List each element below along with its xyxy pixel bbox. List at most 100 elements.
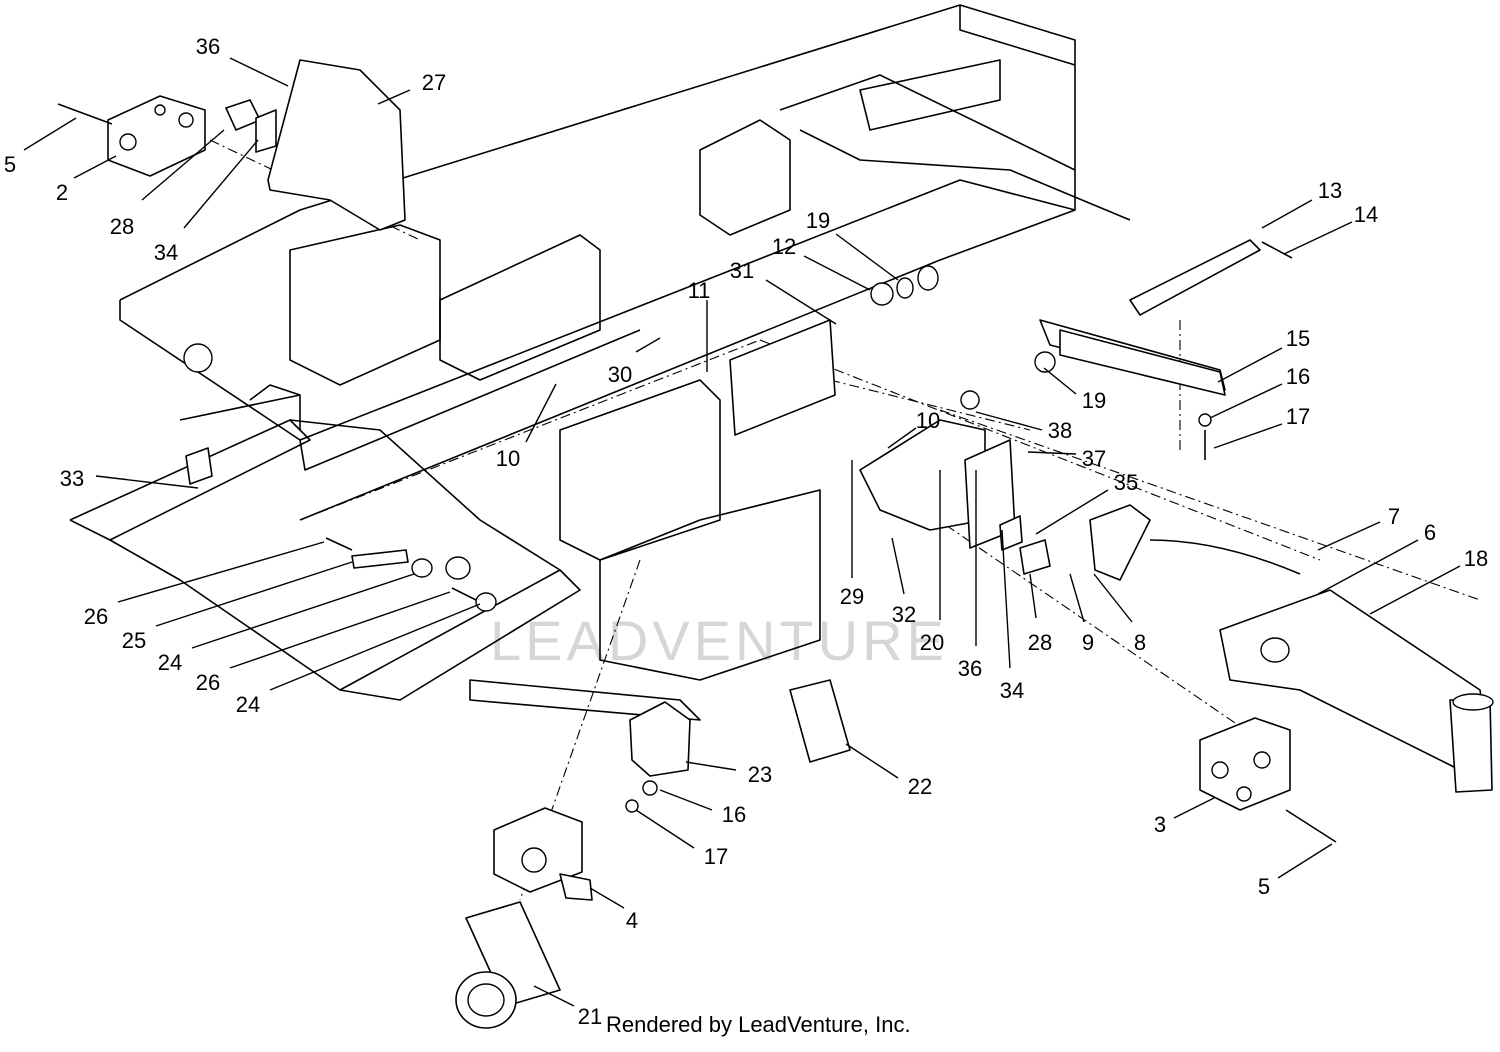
callout-c36a: 36 <box>196 34 289 87</box>
callout-c28a: 28 <box>110 129 225 239</box>
callout-number: 28 <box>110 214 134 239</box>
callout-number: 10 <box>496 446 520 471</box>
leader-line <box>685 761 737 771</box>
callout-c19a: 19 <box>806 208 899 281</box>
leader-line <box>525 383 557 443</box>
leader-line <box>1213 423 1283 449</box>
watermark-text: LEADVENTURE <box>490 609 948 672</box>
rendered-by-credit: Rendered by LeadVenture, Inc. <box>606 1012 911 1037</box>
bolt-26b <box>451 587 477 601</box>
leader-line <box>117 541 325 603</box>
callout-number: 20 <box>920 630 944 655</box>
pin-25 <box>351 549 409 569</box>
callout-number: 11 <box>688 278 711 303</box>
bolt-26a <box>325 537 353 551</box>
leader-line <box>269 603 481 691</box>
callout-c24b: 24 <box>236 603 481 717</box>
callout-c30: 30 <box>608 337 661 387</box>
bracket-27 <box>267 59 406 231</box>
callout-number: 6 <box>1424 520 1436 545</box>
hose-7 <box>1149 539 1301 575</box>
callout-c16a: 16 <box>1209 364 1310 419</box>
leader-line <box>1043 367 1077 395</box>
callout-c5b: 5 <box>1258 843 1333 899</box>
leader-line <box>975 411 1043 431</box>
callout-c25: 25 <box>122 561 353 653</box>
plate-22 <box>789 679 851 763</box>
callout-c34a: 34 <box>154 139 259 265</box>
callout-c38: 38 <box>975 411 1072 443</box>
bracket-23 <box>629 701 691 777</box>
pin-13 <box>1129 239 1261 316</box>
callout-number: 5 <box>4 152 16 177</box>
callout-number: 32 <box>892 602 916 627</box>
leader-line <box>141 129 225 201</box>
callout-number: 24 <box>236 692 260 717</box>
leader-line <box>191 573 415 649</box>
plate-34-right <box>999 515 1023 551</box>
callout-number: 34 <box>154 240 178 265</box>
main-frame <box>69 4 1226 721</box>
callout-number: 19 <box>1082 388 1106 413</box>
callout-c7: 7 <box>1317 504 1400 551</box>
leader-line <box>1283 221 1353 255</box>
callout-c17a: 17 <box>1213 404 1310 449</box>
callout-number: 31 <box>730 258 754 283</box>
callout-number: 2 <box>56 180 68 205</box>
callout-number: 18 <box>1464 546 1488 571</box>
leader-line <box>765 279 837 325</box>
leader-line <box>95 475 199 489</box>
leader-line <box>659 789 713 811</box>
callout-c31: 31 <box>730 258 837 325</box>
leader-line <box>155 561 353 627</box>
leader-line <box>1217 347 1283 383</box>
callout-number: 36 <box>196 34 220 59</box>
callout-number: 15 <box>1286 326 1310 351</box>
leader-line <box>803 255 871 291</box>
callout-number: 33 <box>60 466 84 491</box>
callout-c22: 22 <box>845 743 932 799</box>
callout-c27: 27 <box>377 70 446 105</box>
leader-line <box>1173 797 1215 819</box>
callout-c8: 8 <box>1093 573 1146 655</box>
callout-c37: 37 <box>1027 446 1106 471</box>
callout-number: 3 <box>1154 812 1166 837</box>
callout-number: 21 <box>578 1004 602 1029</box>
leader-line <box>589 887 625 909</box>
mount-33 <box>185 447 213 485</box>
leader-line <box>229 591 451 669</box>
callout-number: 12 <box>772 234 796 259</box>
callout-number: 30 <box>608 362 632 387</box>
callout-c17b: 17 <box>635 809 728 869</box>
callout-c26a: 26 <box>84 541 325 629</box>
callout-number: 13 <box>1318 178 1342 203</box>
callout-number: 7 <box>1388 504 1400 529</box>
callout-c19b: 19 <box>1043 367 1106 413</box>
leader-line <box>1209 383 1283 419</box>
callout-number: 5 <box>1258 874 1270 899</box>
callout-c18: 18 <box>1369 546 1488 615</box>
callout-number: 14 <box>1354 202 1378 227</box>
spacer-28-left <box>225 99 261 131</box>
callout-number: 27 <box>422 70 446 95</box>
callout-c20: 20 <box>920 470 944 655</box>
callout-c11: 11 <box>688 278 711 372</box>
spacer-28-right <box>1019 539 1051 575</box>
callout-number: 26 <box>196 670 220 695</box>
callout-number: 9 <box>1082 630 1094 655</box>
callout-c32: 32 <box>891 537 916 627</box>
callout-c23: 23 <box>685 761 772 787</box>
callout-number: 25 <box>122 628 146 653</box>
callout-c9: 9 <box>1069 573 1094 655</box>
pivot-bar-15 <box>1059 329 1226 396</box>
callout-c12: 12 <box>772 234 871 291</box>
callout-c14: 14 <box>1283 202 1378 255</box>
leader-line <box>23 117 77 151</box>
callout-c6: 6 <box>1317 520 1436 595</box>
callout-c28b: 28 <box>1028 573 1052 655</box>
leader-line <box>1317 539 1419 595</box>
leader-line <box>887 427 917 449</box>
callout-c35: 35 <box>1035 470 1138 535</box>
